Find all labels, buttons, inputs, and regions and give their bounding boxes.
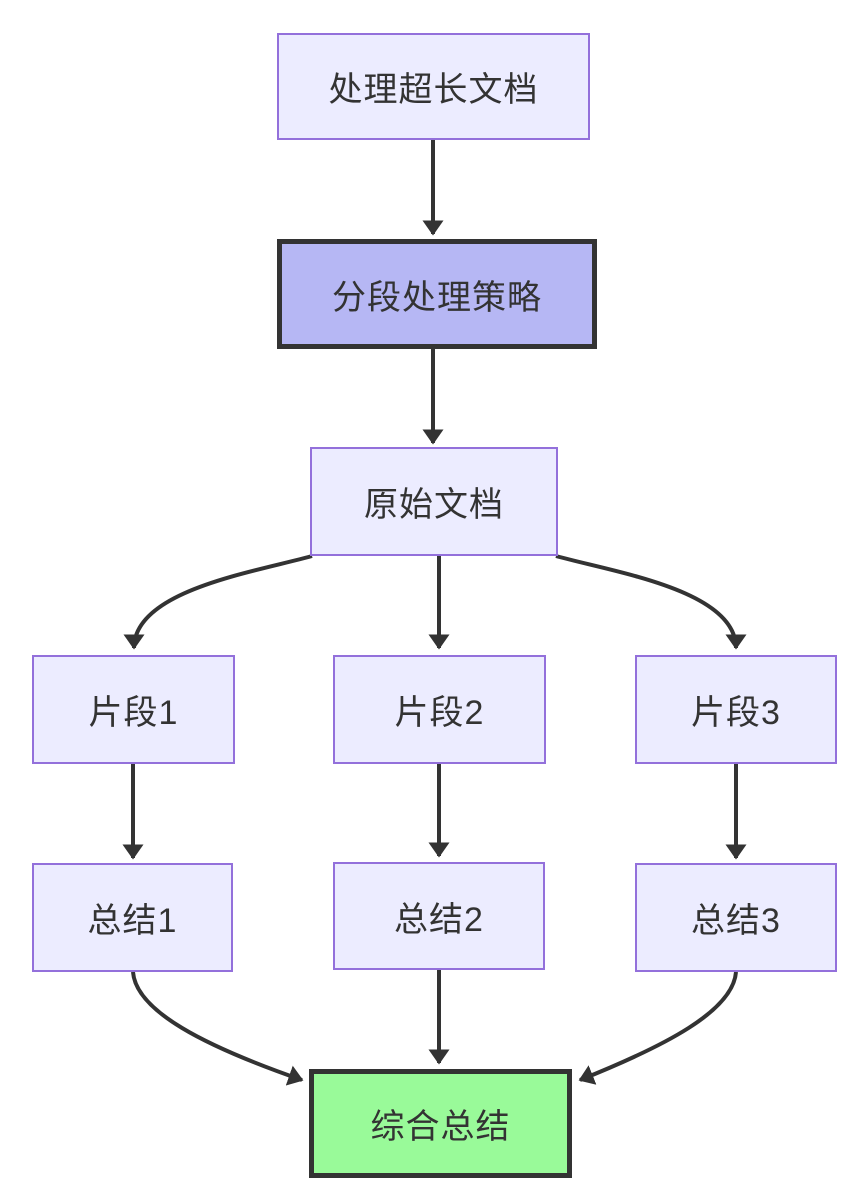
node-segmentation-strategy: 分段处理策略: [277, 239, 597, 349]
node-label: 总结2: [394, 900, 484, 939]
node-label: 综合总结: [370, 1108, 511, 1146]
node-summary-3: 总结3: [635, 863, 837, 972]
node-summary-1: 总结1: [32, 863, 233, 972]
node-label: 总结3: [691, 902, 781, 940]
node-fragment-2: 片段2: [333, 655, 546, 764]
node-label: 片段2: [394, 694, 485, 732]
node-label: 片段3: [691, 694, 781, 732]
edge-g-j: [131, 971, 304, 1086]
node-label: 总结1: [87, 902, 178, 940]
node-fragment-1: 片段1: [32, 655, 235, 764]
node-original-document: 原始文档: [310, 447, 558, 556]
node-label: 分段处理策略: [332, 278, 542, 317]
node-label: 原始文档: [364, 486, 504, 524]
edge-c-d: [123, 554, 313, 650]
node-process-long-document: 处理超长文档: [277, 33, 590, 140]
node-summary-2: 总结2: [333, 862, 545, 970]
node-fragment-3: 片段3: [635, 655, 837, 764]
edge-i-j: [578, 971, 738, 1085]
node-combined-summary: 综合总结: [309, 1069, 572, 1178]
node-label: 片段1: [88, 694, 179, 732]
edge-c-f: [555, 554, 747, 650]
node-label: 处理超长文档: [328, 71, 539, 109]
